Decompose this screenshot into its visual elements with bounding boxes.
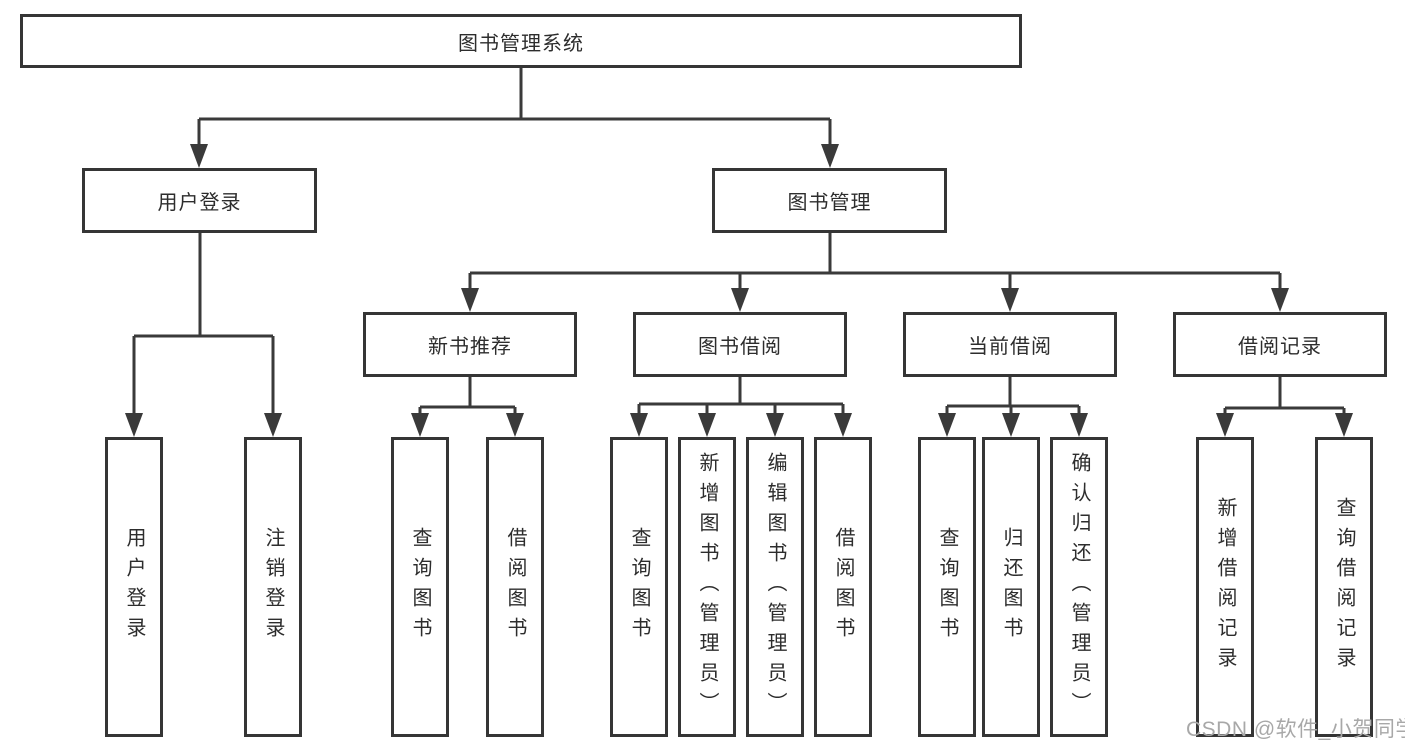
arrow-down-icon bbox=[834, 413, 852, 437]
arrow-down-icon bbox=[1001, 288, 1019, 312]
arrow-down-icon bbox=[190, 144, 208, 168]
connector-current-borrow-branch bbox=[938, 377, 1088, 437]
arrow-down-icon bbox=[1070, 413, 1088, 437]
arrow-down-icon bbox=[125, 413, 143, 437]
leaf-return-books: 归还图书 bbox=[982, 437, 1040, 737]
connector-borrow-records-branch bbox=[1216, 377, 1353, 437]
arrow-down-icon bbox=[506, 413, 524, 437]
leaf-logout: 注销登录 bbox=[244, 437, 302, 737]
leaf-add-books-admin: 新增图书（管理员） bbox=[678, 437, 736, 737]
arrow-down-icon bbox=[1216, 413, 1234, 437]
leaf-query-books-borrow: 查询图书 bbox=[610, 437, 668, 737]
arrow-down-icon bbox=[264, 413, 282, 437]
leaf-query-books-current: 查询图书 bbox=[918, 437, 976, 737]
node-new-book-recommend: 新书推荐 bbox=[363, 312, 577, 377]
connector-new-book-branch bbox=[411, 377, 524, 437]
leaf-confirm-return-admin: 确认归还（管理员） bbox=[1050, 437, 1108, 737]
arrow-down-icon bbox=[821, 144, 839, 168]
arrow-down-icon bbox=[461, 288, 479, 312]
node-book-borrow: 图书借阅 bbox=[633, 312, 847, 377]
leaf-borrow-books-recommend: 借阅图书 bbox=[486, 437, 544, 737]
arrow-down-icon bbox=[1271, 288, 1289, 312]
arrow-down-icon bbox=[1335, 413, 1353, 437]
leaf-add-borrow-record: 新增借阅记录 bbox=[1196, 437, 1254, 737]
arrow-down-icon bbox=[1002, 413, 1020, 437]
leaf-query-books-recommend: 查询图书 bbox=[391, 437, 449, 737]
leaf-borrow-books: 借阅图书 bbox=[814, 437, 872, 737]
arrow-down-icon bbox=[411, 413, 429, 437]
connector-book-borrow-branch bbox=[630, 377, 852, 437]
arrow-down-icon bbox=[766, 413, 784, 437]
node-current-borrow: 当前借阅 bbox=[903, 312, 1117, 377]
arrow-down-icon bbox=[938, 413, 956, 437]
csdn-watermark: CSDN @软件_小贺同学 bbox=[1186, 718, 1405, 741]
node-user-login: 用户登录 bbox=[82, 168, 317, 233]
connector-book-management-branch bbox=[461, 233, 1289, 312]
connector-user-login-branch bbox=[125, 233, 282, 437]
arrow-down-icon bbox=[630, 413, 648, 437]
arrow-down-icon bbox=[698, 413, 716, 437]
node-root-system: 图书管理系统 bbox=[20, 14, 1022, 68]
leaf-edit-books-admin: 编辑图书（管理员） bbox=[746, 437, 804, 737]
connector-root-to-level2 bbox=[190, 68, 839, 168]
node-borrow-records: 借阅记录 bbox=[1173, 312, 1387, 377]
arrow-down-icon bbox=[731, 288, 749, 312]
leaf-user-login: 用户登录 bbox=[105, 437, 163, 737]
node-book-management: 图书管理 bbox=[712, 168, 947, 233]
leaf-query-borrow-record: 查询借阅记录 bbox=[1315, 437, 1373, 737]
